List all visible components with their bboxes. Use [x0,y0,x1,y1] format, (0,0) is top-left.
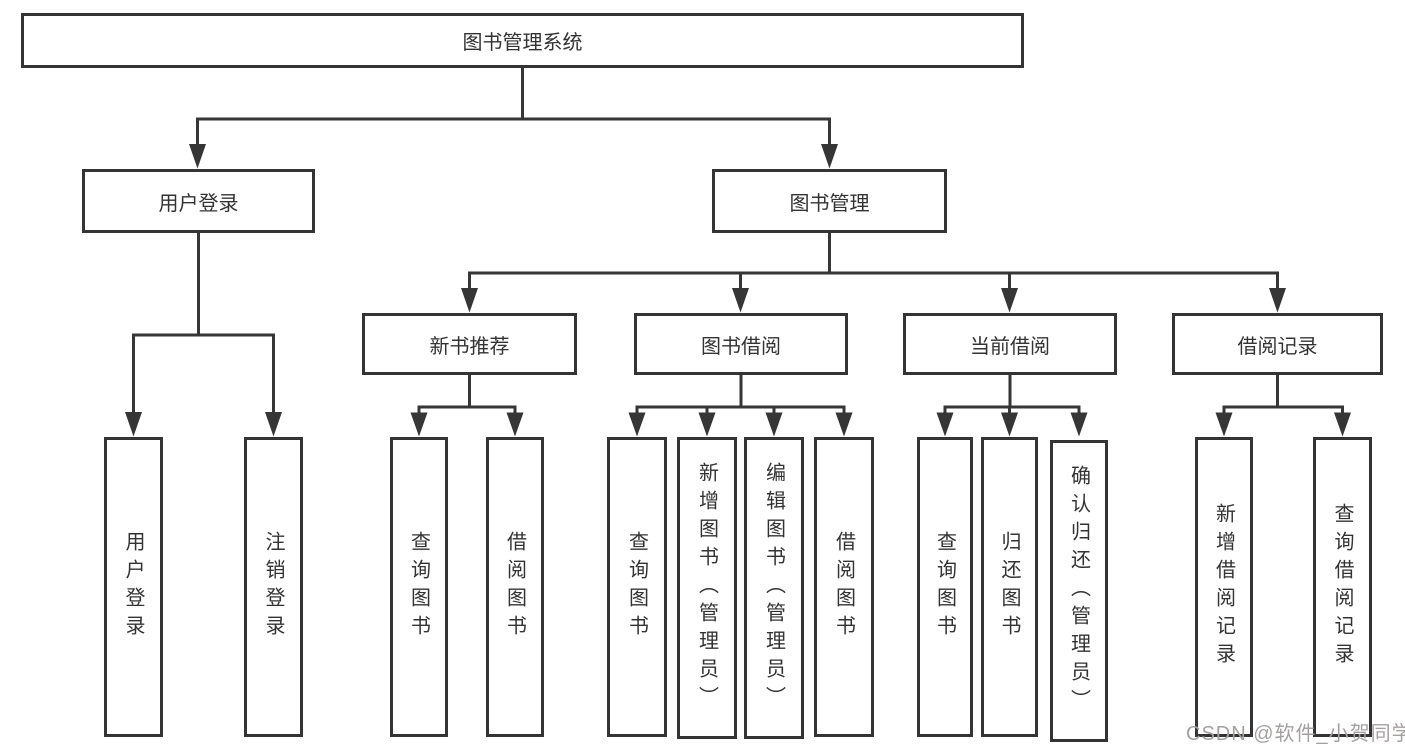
edge-borrow-records-to-leaves [1215,375,1351,437]
node-label: 用户登录 [122,531,144,643]
node-borrowing-records: 借阅记录 [1172,313,1383,375]
node-label: 图书管理 [789,192,870,215]
node-library-management-system: 图书管理系统 [21,13,1024,68]
arrowhead-icon [835,412,853,437]
node-label: 查询借阅记录 [1331,503,1353,671]
node-new-book-recommendation: 新书推荐 [362,313,577,375]
leaf-records-query-record: 查询借阅记录 [1313,437,1372,737]
csdn-watermark: CSDN @软件_小贺同学 [1186,723,1405,745]
leaf-borrow-query-book: 查询图书 [607,437,667,737]
leaf-current-query-book: 查询图书 [917,437,973,737]
arrowhead-icon [936,412,954,437]
node-label: 用户登录 [158,192,239,215]
leaf-records-add-record: 新增借阅记录 [1195,437,1253,737]
node-label: 图书借阅 [701,335,781,358]
node-label: 查询图书 [933,531,956,643]
node-label: 注销登录 [262,531,284,643]
node-label: 借阅图书 [832,531,855,643]
node-label: 当前借阅 [970,335,1050,358]
node-book-borrowing: 图书借阅 [634,313,848,375]
arrowhead-icon [1070,412,1088,437]
leaf-newbook-borrow-book: 借阅图书 [486,437,544,737]
node-label: 编辑图书（管理员） [762,462,785,714]
node-label: 新增借阅记录 [1212,503,1235,671]
node-current-borrowing: 当前借阅 [903,313,1117,375]
edge-book-borrow-to-leaves [628,375,853,437]
arrowhead-icon [821,144,838,169]
leaf-newbook-query-book: 查询图书 [390,437,448,737]
arrowhead-icon [1269,288,1286,313]
node-label: 图书管理系统 [462,32,583,54]
arrowhead-icon [732,288,749,313]
node-label: 查询图书 [625,531,648,643]
node-label: 借阅记录 [1237,335,1318,358]
node-label: 借阅图书 [503,531,526,643]
leaf-current-return-book: 归还图书 [981,437,1038,737]
leaf-user-login: 用户登录 [104,437,163,737]
node-label: 查询图书 [407,531,430,643]
arrowhead-icon [1001,412,1018,437]
arrowhead-icon [506,412,524,437]
arrowhead-icon [1001,288,1018,313]
edge-book-management-to-level2 [461,233,1286,313]
leaf-borrow-borrow-book: 借阅图书 [814,437,874,737]
node-label: 新增图书（管理员） [695,462,718,714]
leaf-current-confirm-return-admin: 确认归还（管理员） [1050,440,1108,742]
arrowhead-icon [189,144,206,169]
node-book-management: 图书管理 [712,169,947,233]
node-user-login: 用户登录 [82,169,315,233]
edge-current-borrow-to-leaves [936,375,1088,437]
edge-new-book-to-leaves [410,375,524,437]
edge-user-login-to-leaves [125,233,282,437]
arrowhead-icon [410,412,428,437]
arrowhead-icon [1215,412,1233,437]
arrowhead-icon [765,412,783,437]
leaf-borrow-add-book-admin: 新增图书（管理员） [677,437,737,739]
node-label: 新书推荐 [429,335,510,358]
leaf-logout-login: 注销登录 [244,437,303,737]
node-label: 归还图书 [998,531,1020,643]
arrowhead-icon [265,412,282,437]
edge-root-to-level1 [189,68,838,169]
node-label: 确认归还（管理员） [1067,465,1090,717]
arrowhead-icon [628,412,646,437]
arrowhead-icon [1334,412,1351,437]
arrowhead-icon [125,412,142,437]
arrowhead-icon [698,412,716,437]
arrowhead-icon [461,288,478,313]
leaf-borrow-edit-book-admin: 编辑图书（管理员） [744,437,804,739]
